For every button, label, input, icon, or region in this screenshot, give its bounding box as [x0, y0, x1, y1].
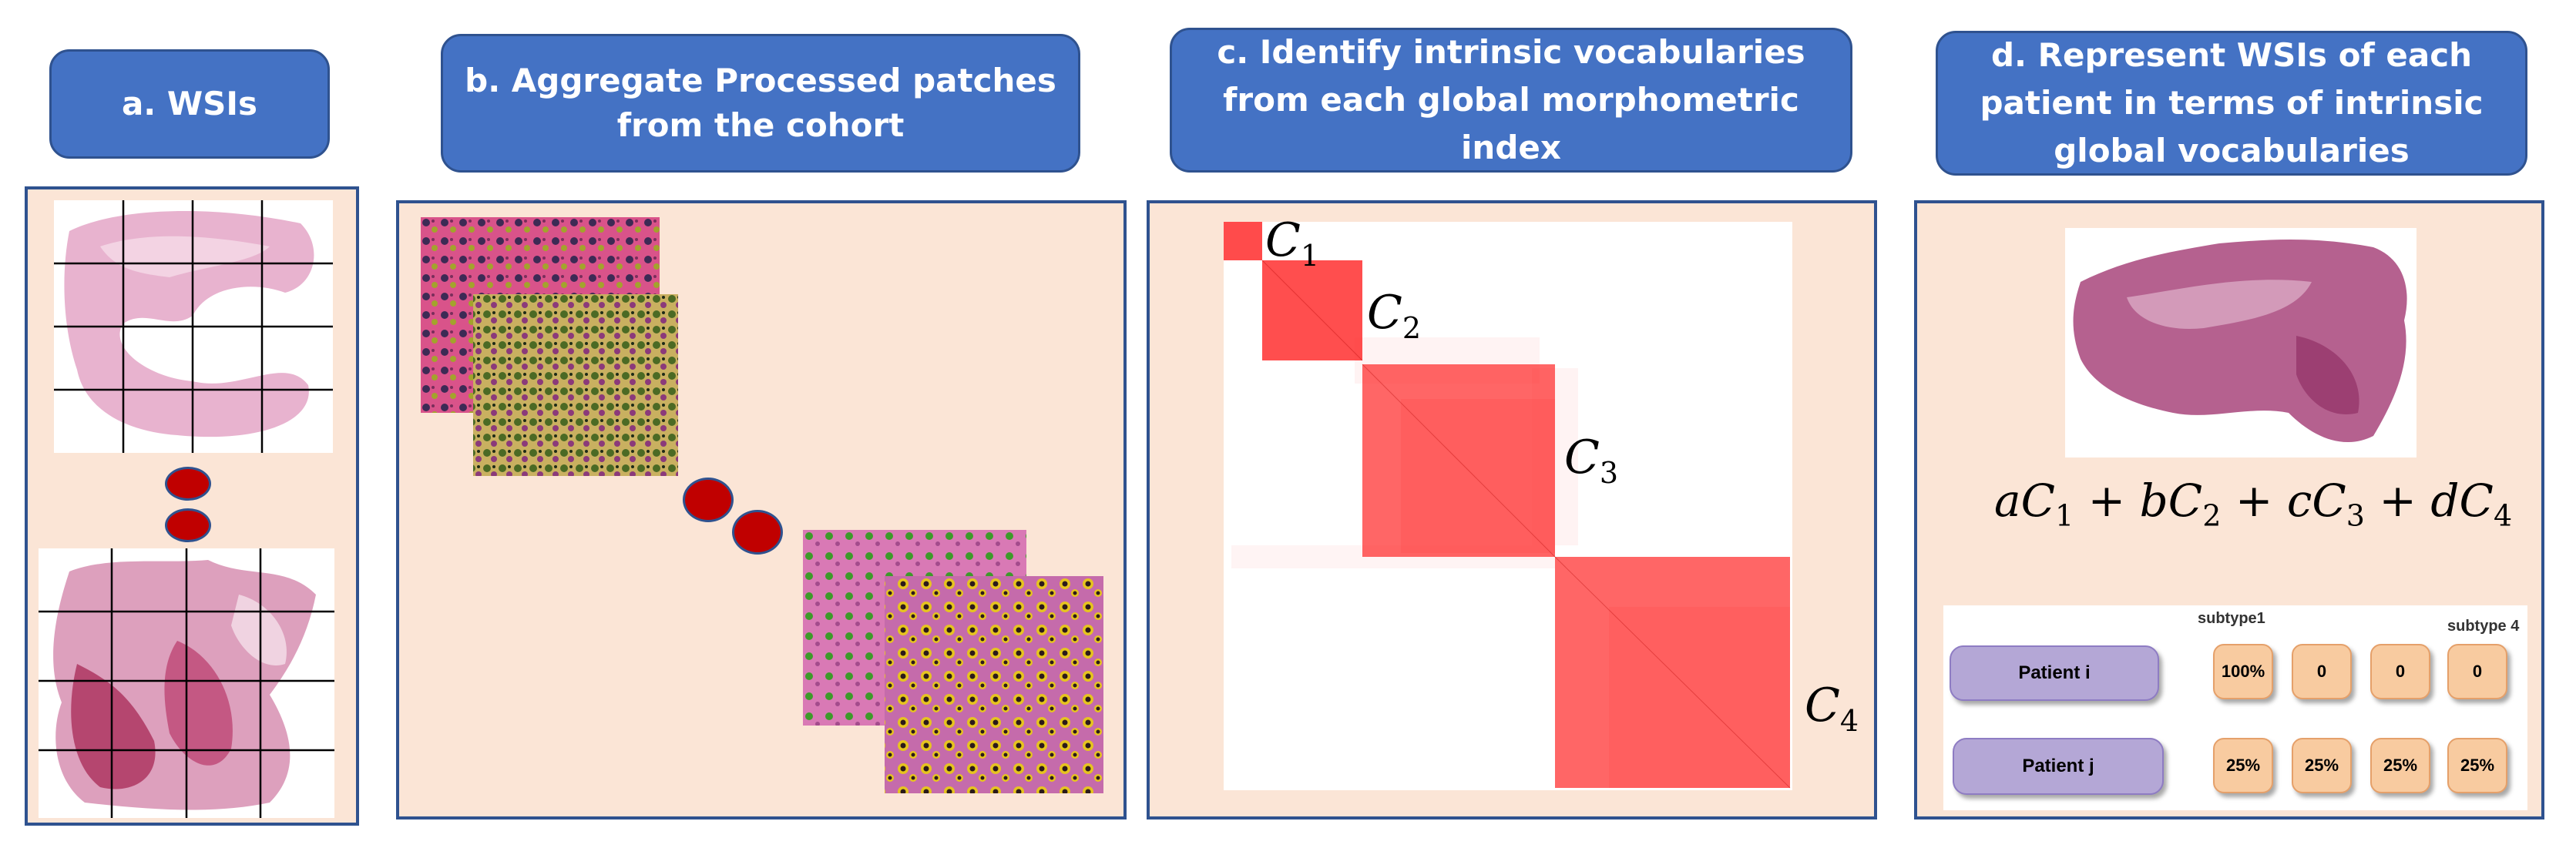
- patient-j-value-1: 25%: [2213, 738, 2273, 793]
- panel-d-representation: aC1 + bC2 + cC3 + dC4 subtype1 subtype 4…: [1914, 200, 2544, 820]
- subtype-table: subtype1 subtype 4 Patient i 100% 0 0 0 …: [1943, 605, 2527, 810]
- wsi-thumbnail-patient: [2065, 228, 2416, 458]
- cluster-label-c1: C1: [1265, 213, 1320, 273]
- header-c: c. Identify intrinsic vocabularies from …: [1170, 28, 1852, 173]
- header-b-text: b. Aggregate Processed patches from the …: [465, 62, 1056, 144]
- patient-j-value-2: 25%: [2292, 738, 2352, 793]
- wsi-thumbnail-top: [54, 200, 333, 453]
- header-c-text: c. Identify intrinsic vocabularies from …: [1217, 33, 1805, 166]
- panel-c-vocabularies: C1 C2 C3 C4: [1147, 200, 1877, 820]
- patient-j-value-4: 25%: [2447, 738, 2507, 793]
- panel-a-wsis: [25, 186, 359, 826]
- header-d: d. Represent WSIs of each patient in ter…: [1936, 31, 2527, 176]
- subtype-label-right: subtype 4: [2447, 618, 2520, 635]
- cluster-label-c3: C3: [1564, 431, 1619, 490]
- patient-row-j-label: Patient j: [1953, 738, 2164, 795]
- wsi-thumbnail-bottom: [39, 548, 334, 818]
- patient-i-value-3: 0: [2370, 644, 2430, 699]
- ellipsis-dot-1: [165, 467, 211, 501]
- cluster-label-c2: C2: [1367, 286, 1422, 345]
- patch-stack-top: [421, 217, 678, 476]
- patient-i-value-2: 0: [2292, 644, 2352, 699]
- representation-formula: aC1 + bC2 + cC3 + dC4: [1994, 474, 2513, 533]
- header-b: b. Aggregate Processed patches from the …: [441, 34, 1080, 173]
- patient-i-value-1: 100%: [2213, 644, 2273, 699]
- panel-b-patches: [396, 200, 1127, 820]
- ellipsis-dot-4: [732, 510, 783, 555]
- header-a-text: a. WSIs: [121, 85, 258, 122]
- subtype-label-left: subtype1: [2198, 610, 2265, 627]
- patch-stack-bottom: [803, 530, 1103, 793]
- header-a: a. WSIs: [49, 49, 330, 159]
- cluster-label-c4: C4: [1805, 679, 1859, 738]
- header-d-text: d. Represent WSIs of each patient in ter…: [1980, 36, 2484, 169]
- ellipsis-dot-2: [165, 508, 211, 542]
- patient-j-value-3: 25%: [2370, 738, 2430, 793]
- patient-row-i-label: Patient i: [1950, 645, 2159, 701]
- ellipsis-dot-3: [683, 478, 734, 522]
- patient-i-value-4: 0: [2447, 644, 2507, 699]
- consensus-matrix: [1224, 222, 1792, 790]
